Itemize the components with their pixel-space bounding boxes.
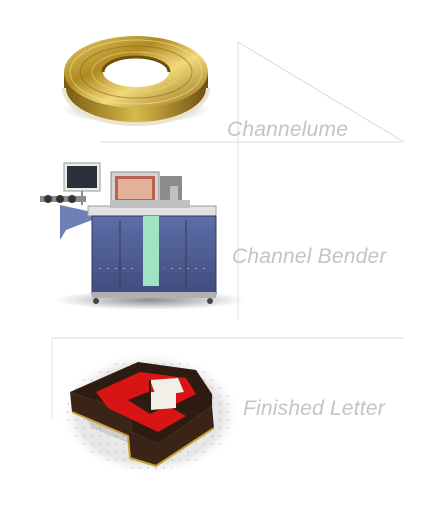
section-label-channel-bender: Channel Bender bbox=[232, 245, 387, 268]
section-label-finished-letter: Finished Letter bbox=[243, 397, 385, 420]
channel-bender-machine-image bbox=[40, 162, 245, 310]
finished-letter-image bbox=[60, 352, 240, 476]
gold-coil-image bbox=[62, 36, 210, 126]
divider-line bbox=[237, 41, 405, 143]
dividers bbox=[51, 41, 405, 420]
section-label-channelume: Channelume bbox=[227, 118, 349, 141]
